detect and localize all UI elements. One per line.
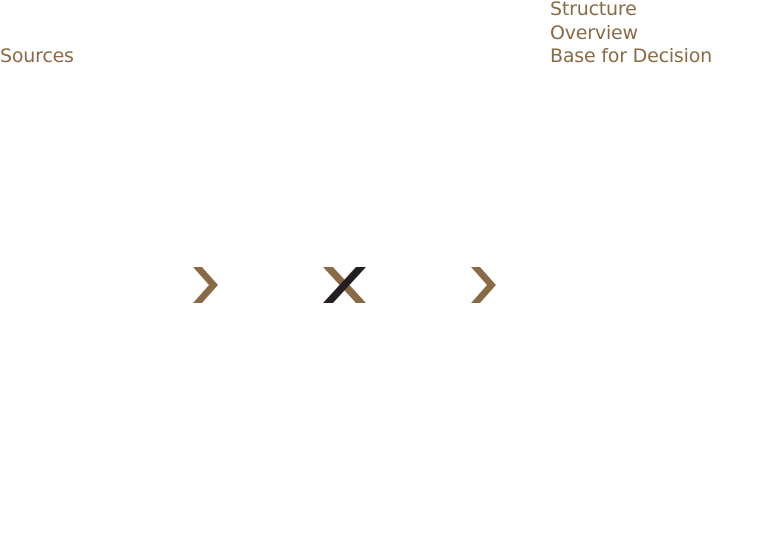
outcome-label-base-for-decision: Base for Decision: [550, 45, 712, 67]
outcome-label-structure: Structure: [550, 0, 637, 20]
outcome-labels: Structure Overview Base for Decision: [550, 0, 712, 69]
chevron-right-icon: [193, 267, 218, 303]
outcome-label-overview: Overview: [550, 21, 638, 44]
sources-label: Sources: [0, 45, 74, 67]
chevron-right-icon: [471, 267, 496, 303]
cross-icon: [323, 267, 366, 303]
